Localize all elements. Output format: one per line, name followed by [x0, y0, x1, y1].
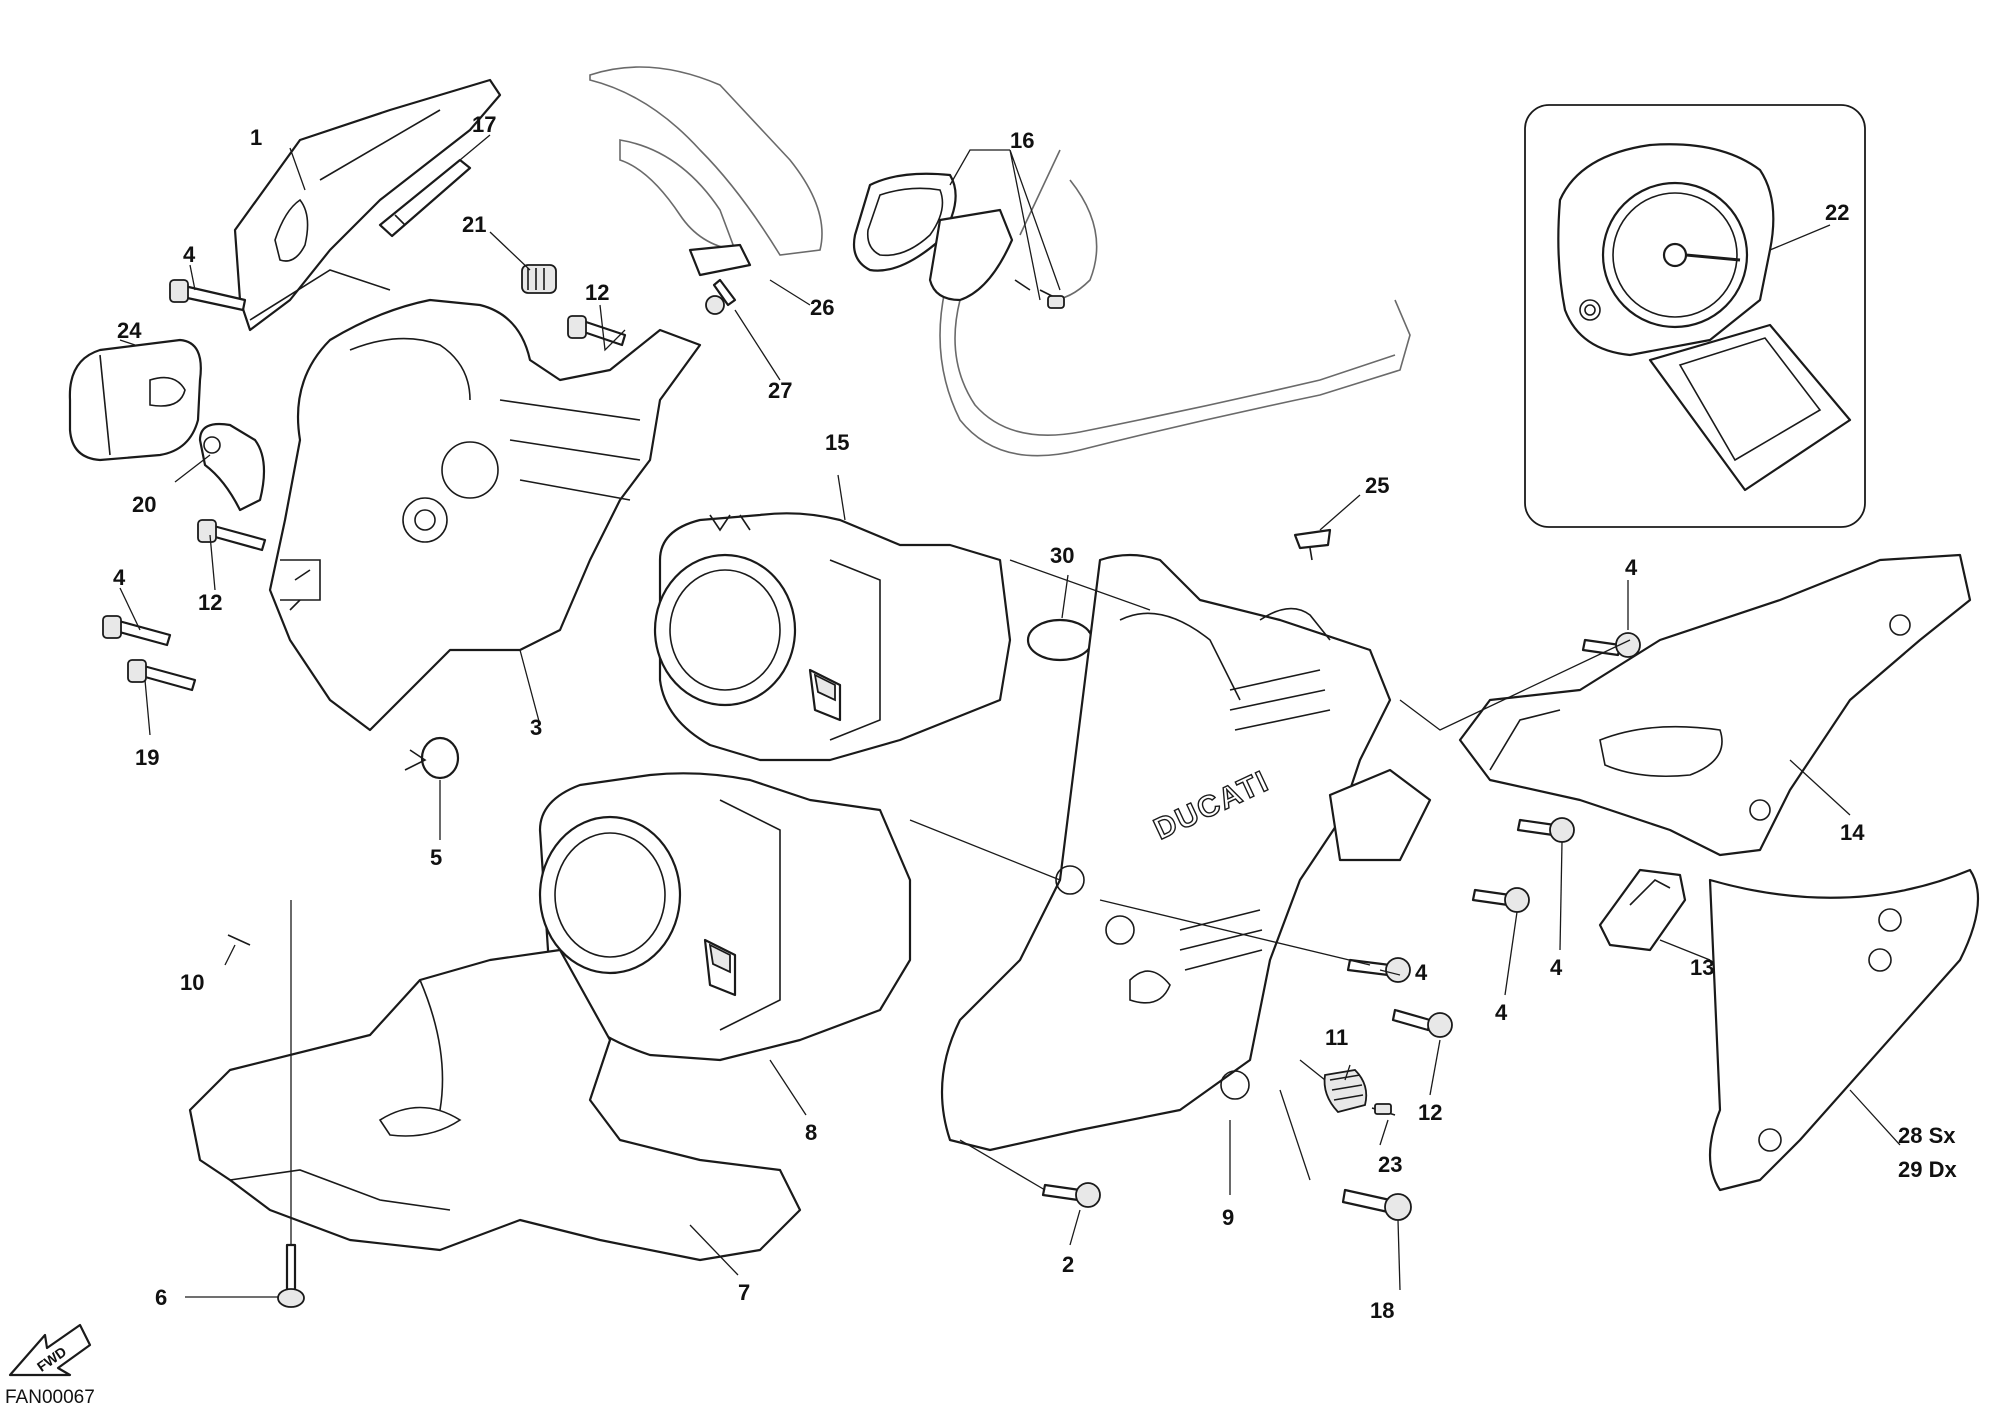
callout-22: 22: [1825, 200, 1849, 225]
callout-5: 5: [430, 845, 442, 870]
callout-12b: 12: [198, 590, 222, 615]
part-6-bottom-screw: [277, 1243, 305, 1308]
callout-17: 17: [472, 112, 496, 137]
part-16-dash-light: [852, 172, 1065, 309]
callout-19: 19: [135, 745, 159, 770]
part-13-cover-cap: [1598, 868, 1687, 952]
part-1-upper-bracket: [233, 78, 502, 332]
part-22-instrument-panel: [1524, 104, 1866, 528]
part-23-small-screw: [1371, 1103, 1396, 1116]
callout-21: 21: [462, 212, 486, 237]
part-26-clip: [688, 243, 752, 277]
callout-29-dx: 29 Dx: [1898, 1157, 1957, 1182]
diagram-code: FAN00067: [5, 1387, 95, 1408]
callout-15: 15: [825, 430, 849, 455]
callout-4b: 4: [113, 565, 126, 590]
callout-4e: 4: [1495, 1000, 1508, 1025]
callout-8: 8: [805, 1120, 817, 1145]
callout-25: 25: [1365, 473, 1389, 498]
part-9-side-fairing: DUCATI: [940, 553, 1432, 1152]
part-21-connector: [521, 264, 557, 294]
callout-16: 16: [1010, 128, 1034, 153]
callout-3: 3: [530, 715, 542, 740]
callout-4c: 4: [1625, 555, 1638, 580]
callout-14: 14: [1840, 820, 1865, 845]
callout-10: 10: [180, 970, 204, 995]
callout-9: 9: [1222, 1205, 1234, 1230]
part-3-headlight-support: [268, 298, 702, 732]
callout-4d: 4: [1550, 955, 1563, 980]
part-10-pin: [227, 934, 251, 946]
callout-23: 23: [1378, 1152, 1402, 1177]
callout-26: 26: [810, 295, 834, 320]
callout-13: 13: [1690, 955, 1714, 980]
assembly-guide-lines: [290, 559, 1631, 1245]
forward-direction-arrow: FWD: [8, 1323, 92, 1377]
part-14-right-bracket: [1458, 553, 1972, 857]
callout-27: 27: [768, 378, 792, 403]
callout-11: 11: [1325, 1025, 1348, 1050]
part-15-upper-headlight: [653, 512, 1012, 762]
part-25-wing-fastener: [1293, 528, 1332, 561]
callout-2: 2: [1062, 1252, 1074, 1277]
callout-labels: 1 2 3 4 4 4 4 4 4 5 6 7 8 9 10 11 12 12 …: [113, 112, 1957, 1323]
part-11-rubber-grommet: [1323, 1069, 1368, 1114]
callout-24: 24: [117, 318, 142, 343]
part-8-lower-headlight: [538, 772, 912, 1062]
callout-1: 1: [250, 125, 262, 150]
part-24-rubber-cap: [68, 338, 202, 462]
part-27-screw: [705, 278, 737, 315]
part-5-nut-clip: [404, 736, 460, 780]
callout-leaders: [119, 134, 1901, 1298]
fairing-ghost-outline: [589, 66, 1411, 457]
part-20-elbow-fitting: [198, 422, 266, 512]
callout-20: 20: [132, 492, 156, 517]
bolt-group-right: [1041, 632, 1641, 1221]
callout-12c: 12: [1418, 1100, 1442, 1125]
part-17-trim-strip: [378, 158, 472, 238]
part-28-29-side-plate: [1708, 868, 1980, 1192]
callout-30: 30: [1050, 543, 1074, 568]
callout-4f: 4: [1415, 960, 1428, 985]
part-7-lower-cover: [188, 948, 802, 1262]
callout-12a: 12: [585, 280, 609, 305]
callout-7: 7: [738, 1280, 750, 1305]
callout-18: 18: [1370, 1298, 1394, 1323]
bolt-group-left: [102, 279, 627, 692]
callout-4a: 4: [183, 242, 196, 267]
callout-6: 6: [155, 1285, 167, 1310]
callout-28-sx: 28 Sx: [1898, 1123, 1956, 1148]
